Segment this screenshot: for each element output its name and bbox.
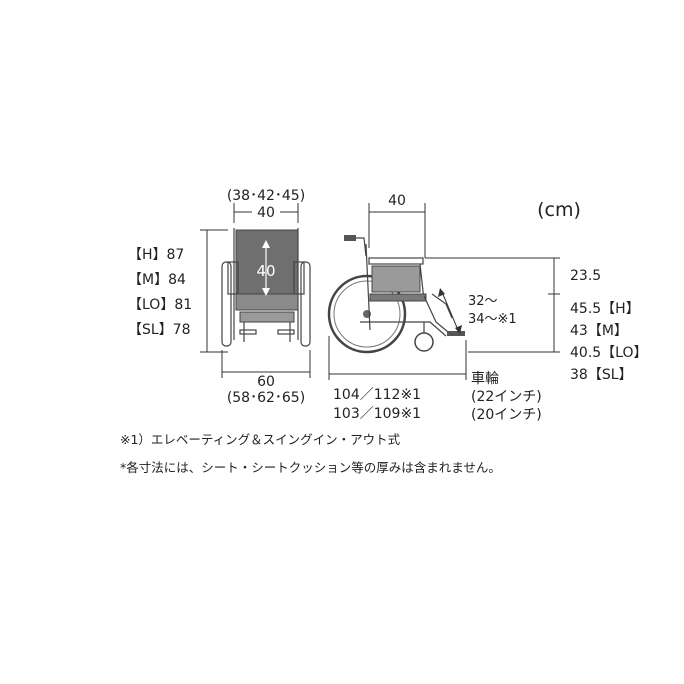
- seat-height-sl: 38【SL】: [570, 367, 633, 383]
- seat-height-lo: 40.5【LO】: [570, 345, 648, 361]
- overall-length-line1: 104／112※1: [333, 387, 421, 403]
- front-width-value: 40: [257, 205, 275, 221]
- wheel-size-22: (22インチ): [471, 389, 542, 405]
- footnote-1: ※1）エレベーティング＆スイングイン・アウト式: [120, 432, 401, 447]
- front-height-m: 【M】84: [128, 272, 186, 288]
- wheelchair-front-drawing: [221, 228, 311, 347]
- side-view: 40 (cm) 23.5 45.5【H】 43【M】 40.5【LO】 38【S…: [327, 193, 648, 423]
- front-height-h: 【H】87: [128, 247, 184, 263]
- wheel-title: 車輪: [471, 370, 499, 387]
- armrest-height-dimension: [424, 252, 560, 353]
- front-overall-width-options: (58･62･65): [227, 390, 305, 406]
- unit-label: (cm): [537, 199, 581, 221]
- front-width-dimension: [233, 203, 299, 223]
- seat-width-label: 40: [256, 262, 275, 280]
- seat-depth-value: 40: [388, 193, 406, 209]
- front-height-dimension: [200, 229, 228, 353]
- overall-length-line2: 103／109※1: [333, 406, 421, 422]
- leg-length-line2: 34～※1: [468, 312, 517, 327]
- wheelchair-side-drawing: [327, 235, 465, 354]
- leg-length-line1: 32～: [468, 294, 498, 309]
- seat-height-list: 45.5【H】 43【M】 40.5【LO】 38【SL】: [570, 301, 648, 383]
- footnote-2: *各寸法には、シート・シートクッション等の厚みは含まれません。: [120, 460, 501, 475]
- front-overall-width-dimension: [221, 350, 311, 378]
- footnotes: ※1）エレベーティング＆スイングイン・アウト式 *各寸法には、シート・シートクッ…: [120, 432, 501, 475]
- overall-length-dimension: [328, 336, 467, 380]
- seat-height-m: 43【M】: [570, 323, 628, 339]
- seat-height-h: 45.5【H】: [570, 301, 640, 317]
- seat-depth-dimension: [368, 203, 426, 252]
- front-width-options: (38･42･45): [227, 188, 305, 204]
- front-height-lo: 【LO】81: [128, 297, 192, 313]
- front-height-list: 【H】87 【M】84 【LO】81 【SL】78: [128, 247, 192, 338]
- wheel-size-20: (20インチ): [471, 407, 542, 423]
- front-overall-width: 60: [257, 374, 275, 390]
- front-view: (38･42･45) 40 【H】87 【M】84 【LO】81 【SL】78: [128, 188, 311, 406]
- armrest-height: 23.5: [570, 268, 601, 284]
- front-height-sl: 【SL】78: [128, 322, 191, 338]
